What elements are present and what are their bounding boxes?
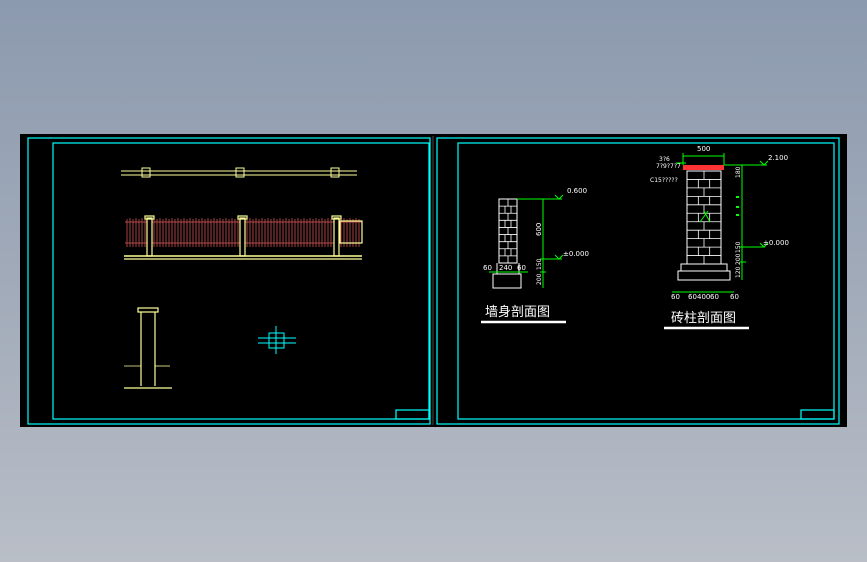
- pier-coping: [683, 165, 724, 170]
- pier-bottom-dim-m1: 60: [688, 293, 697, 301]
- pier-cap: [144, 215, 155, 220]
- wall-top-level: 0.600: [567, 187, 587, 195]
- plan-pier: [141, 167, 151, 178]
- pier-top-dim: 180: [735, 166, 742, 178]
- wall-section-title: 墙身剖面图: [485, 304, 550, 320]
- pier-note-b: 7?9?7?7: [656, 163, 681, 170]
- sheet-right-inner-frame: [457, 142, 835, 420]
- sheet-left-inner-frame: [52, 142, 430, 420]
- pier-bottom-dim-m2: 400: [697, 293, 710, 301]
- wall-brick-courses: [499, 199, 517, 263]
- sheet-right-title-block: [800, 409, 835, 420]
- sheet-left: [27, 137, 431, 425]
- sheet-right-outer-frame: [436, 137, 840, 425]
- sheet-left-outer-frame: [27, 137, 431, 425]
- wall-section: 0.600 ±0.000 600 200 150 60 240 60 墙身剖面图: [481, 187, 589, 324]
- pier-base-dim-a: 120: [735, 266, 742, 278]
- railing-bays: [125, 218, 362, 247]
- wall-height-dim: 600: [535, 223, 543, 236]
- wall-base-dim-b: 150: [536, 258, 543, 270]
- pier-top-level: 2.100: [768, 154, 788, 162]
- pier-section-title: 砖柱剖面图: [671, 311, 736, 326]
- pier-note-c: C15?????: [650, 177, 678, 184]
- pier-brick-courses: [687, 171, 721, 264]
- pier-bottom-dim-left: 60: [671, 293, 680, 301]
- wall-bottom-dim-left: 60: [483, 264, 492, 272]
- fence-elevation-view: [124, 215, 363, 260]
- plan-pier: [330, 167, 340, 178]
- plan-pier: [235, 167, 245, 178]
- pier-cap: [237, 215, 248, 220]
- pier-bottom-dim-m3: 60: [710, 293, 719, 301]
- pier-ground-level: ±0.000: [763, 239, 789, 247]
- pier-section: 500 3?6 7?9?7?7 C15????? 2.100 ±0.000 18…: [650, 145, 789, 330]
- pier-width-dim: 500: [697, 145, 710, 153]
- pier-bottom-dim-right: 60: [730, 293, 739, 301]
- wall-bottom-dim-right: 60: [517, 264, 526, 272]
- pier-note-a: 3?6: [659, 156, 670, 163]
- pier-section-detail: [124, 307, 172, 389]
- pier-cap: [331, 215, 342, 220]
- fence-plan-view: [121, 167, 357, 178]
- pier-plan-detail: [258, 326, 296, 354]
- sheet-right: [436, 137, 840, 425]
- sheet-left-title-block: [395, 409, 430, 420]
- wall-ground-level: ±0.000: [563, 250, 589, 258]
- wall-bottom-dim-mid: 240: [499, 264, 512, 272]
- pier-base-dim-c: 150: [735, 241, 742, 253]
- wall-base-dim-a: 200: [536, 273, 543, 285]
- pier-base-dim-b: 200: [735, 253, 742, 265]
